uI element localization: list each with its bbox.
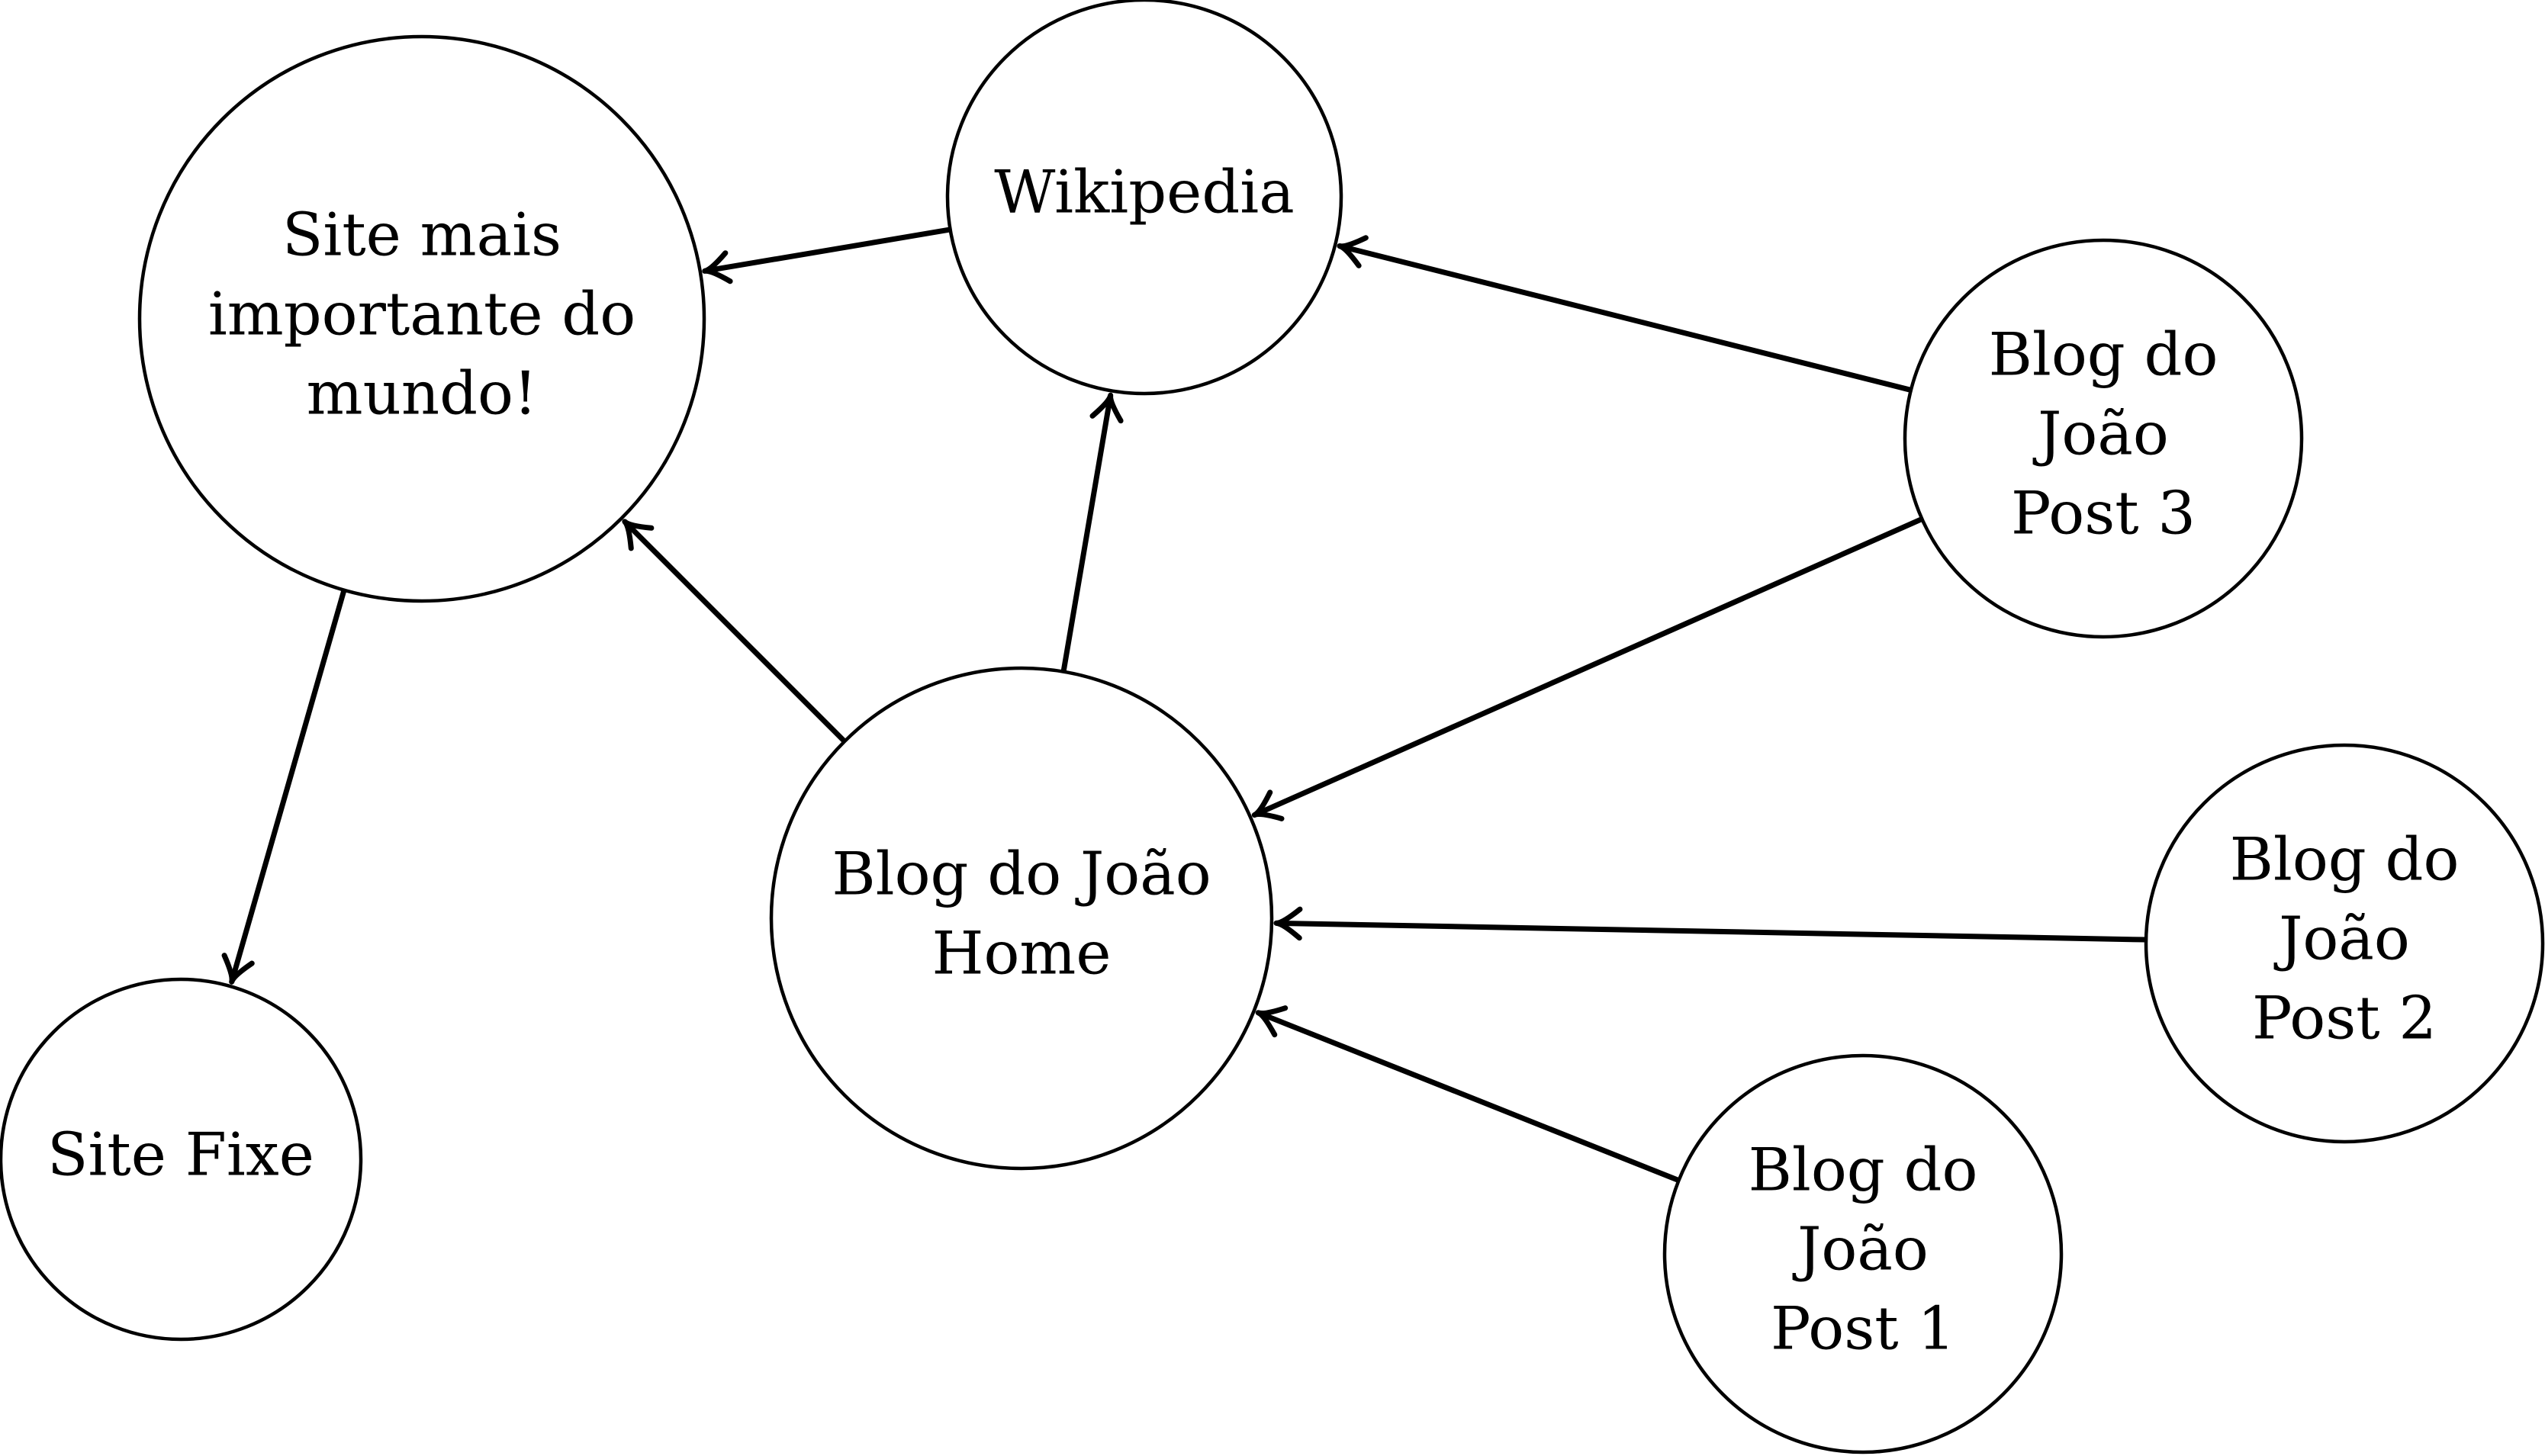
node-site-mais-importante: Site mais importante do mundo! bbox=[137, 34, 706, 603]
node-label-blog-post-3-line-2: João bbox=[2032, 400, 2169, 469]
node-label-site-mais-importante-line-2: importante do bbox=[208, 281, 635, 349]
arrowhead-icon bbox=[1255, 1005, 1289, 1038]
node-label-site-mais-importante-line-3: mundo! bbox=[307, 360, 538, 429]
edge-line bbox=[1339, 243, 1912, 393]
edge-line bbox=[1060, 394, 1114, 673]
arrowhead-icon bbox=[702, 250, 733, 284]
node-circle-blog-post-3 bbox=[1903, 238, 2304, 639]
arrowhead-icon bbox=[1273, 906, 1303, 941]
node-label-blog-post-1-line-1: Blog do bbox=[1749, 1136, 1978, 1205]
node-circle-blog-post-2 bbox=[2144, 743, 2545, 1144]
edge-line bbox=[229, 589, 347, 983]
edge-blog-post-1-to-blog-home bbox=[1255, 1005, 1680, 1183]
node-label-blog-post-3-line-1: Blog do bbox=[1989, 321, 2218, 390]
node-circle-site-mais-importante bbox=[137, 34, 706, 603]
node-site-fixe: Site Fixe bbox=[0, 977, 363, 1342]
edge-site-mais-importante-to-site-fixe bbox=[221, 589, 347, 985]
node-label-blog-post-1-line-2: João bbox=[1792, 1216, 1929, 1284]
node-label-blog-home-line-2: Home bbox=[931, 920, 1111, 988]
edge-line bbox=[1256, 1010, 1680, 1183]
edge-line bbox=[1253, 516, 1923, 818]
edge-line bbox=[1276, 920, 2147, 943]
arrowhead-icon bbox=[1089, 392, 1124, 424]
edge-line bbox=[623, 519, 847, 744]
node-label-blog-post-2-line-2: João bbox=[2273, 905, 2410, 974]
node-label-blog-home-line-1: Blog do João bbox=[832, 840, 1211, 909]
arrowhead-icon bbox=[221, 953, 255, 985]
edge-blog-post-3-to-wikipedia bbox=[1337, 235, 1912, 393]
node-label-blog-post-1-line-3: Post 1 bbox=[1771, 1295, 1955, 1364]
arrowhead-icon bbox=[1251, 789, 1285, 821]
edge-blog-home-to-site-mais-importante bbox=[622, 519, 847, 744]
edge-wikipedia-to-site-mais-importante bbox=[702, 227, 951, 284]
node-circle-blog-home bbox=[769, 666, 1274, 1171]
node-label-site-mais-importante-line-1: Site mais bbox=[282, 201, 561, 270]
edge-blog-post-3-to-blog-home bbox=[1251, 516, 1923, 821]
node-wikipedia: Wikipedia bbox=[945, 0, 1343, 396]
node-circle-blog-post-1 bbox=[1662, 1053, 2064, 1454]
edges-layer bbox=[221, 227, 2147, 1183]
node-label-blog-post-2-line-1: Blog do bbox=[2230, 826, 2460, 895]
node-label-site-fixe-line-1: Site Fixe bbox=[47, 1121, 314, 1190]
node-label-blog-post-2-line-3: Post 2 bbox=[2252, 985, 2437, 1053]
node-label-blog-post-3-line-3: Post 3 bbox=[2011, 480, 2196, 548]
node-circle-site-fixe bbox=[0, 977, 363, 1342]
edge-blog-post-2-to-blog-home bbox=[1273, 906, 2147, 943]
edge-line bbox=[704, 227, 951, 274]
node-circle-wikipedia bbox=[945, 0, 1343, 396]
node-label-wikipedia-line-1: Wikipedia bbox=[994, 159, 1294, 227]
arrowhead-icon bbox=[622, 519, 655, 551]
arrowhead-icon bbox=[1337, 235, 1369, 268]
edge-blog-home-to-wikipedia bbox=[1060, 392, 1124, 673]
